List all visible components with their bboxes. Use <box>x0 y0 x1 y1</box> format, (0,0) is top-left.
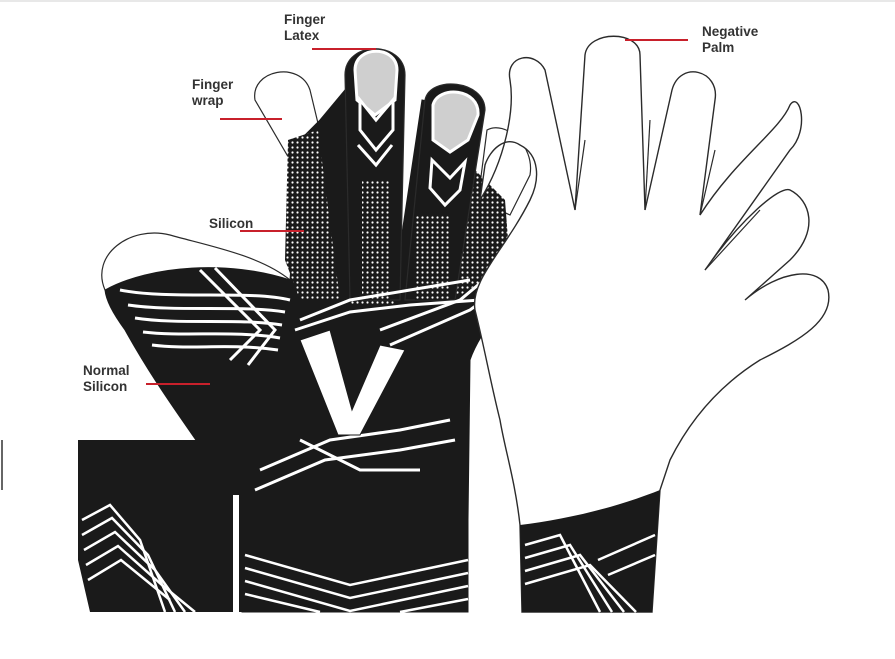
label-silicon: Silicon <box>209 216 254 231</box>
leader-silicon <box>240 230 304 232</box>
index-finger <box>344 48 406 301</box>
palm-cuff-stripes <box>524 533 656 613</box>
label-finger-wrap: Finger wrap <box>192 77 234 108</box>
middle-finger <box>404 83 486 301</box>
palm-glove <box>473 35 830 613</box>
cuff-stripes <box>81 503 469 614</box>
label-negative-palm: Negative Palm <box>702 24 759 55</box>
palm-finger-lines <box>574 119 761 271</box>
label-finger-latex: Finger Latex <box>284 12 326 43</box>
silicon-grip-area <box>285 130 340 300</box>
leader-finger-latex <box>312 48 376 50</box>
palm-glove-outline <box>473 35 830 613</box>
label-normal-silicon: Normal Silicon <box>83 363 130 394</box>
leader-finger-wrap <box>220 118 282 120</box>
leader-normal-silicon <box>146 383 210 385</box>
brand-v-logo <box>299 329 406 436</box>
back-glove <box>78 48 532 614</box>
back-cuff <box>78 440 242 612</box>
leader-negative-palm <box>625 39 688 41</box>
palm-cuff <box>520 490 660 612</box>
finger-latex-tip-2 <box>431 90 480 154</box>
